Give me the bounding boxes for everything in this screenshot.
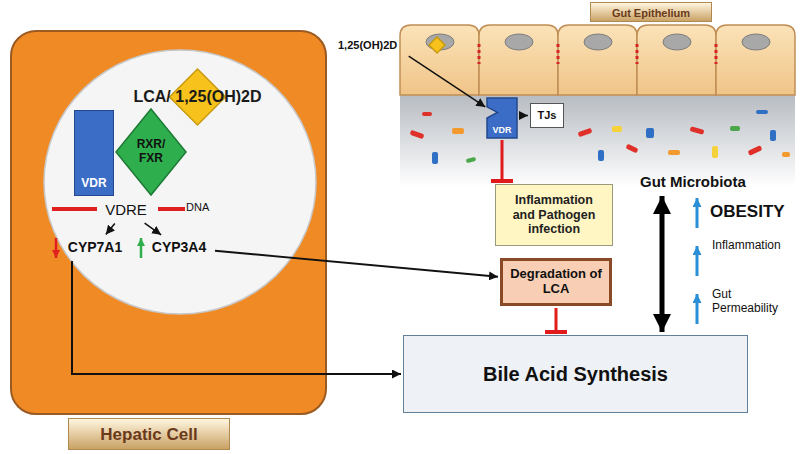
heading-label: Gut Epithelium — [590, 2, 712, 22]
bacteria — [410, 130, 425, 139]
dna-strand — [52, 207, 97, 211]
node-text: Inflammation and Pathogen infection — [504, 193, 604, 236]
annotation-label: Gut Permeability — [712, 288, 794, 316]
arrow-connector — [215, 251, 498, 277]
bacteria — [612, 126, 622, 132]
dna-strand — [158, 207, 185, 211]
increase-arrows — [696, 246, 699, 276]
arrow-connector — [106, 224, 115, 235]
epithelial-cells — [716, 25, 795, 95]
effect-box: Inflammation and Pathogen infection — [495, 184, 613, 246]
bacteria — [578, 128, 593, 137]
cell-outline: Hepatic CellLCA/ 1,25(OH)2DVDRRXR/ FXRVD… — [10, 30, 327, 415]
arrow-connector — [145, 223, 162, 235]
bacteria — [756, 110, 768, 114]
epithelial-cells — [637, 25, 716, 95]
epithelial-cells — [400, 25, 479, 95]
epithelial-cells — [742, 34, 770, 50]
node-text: TJs — [538, 109, 557, 122]
inhibition-line — [501, 140, 504, 181]
node-text: Degradation of LCA — [509, 267, 603, 297]
epithelium-band: Gut EpitheliumVDRTJs — [400, 25, 795, 143]
bacteria — [712, 146, 718, 158]
annotation-label: OBESITY — [710, 202, 785, 222]
bacteria — [782, 152, 790, 157]
node-text: 1,25(OH)2D — [338, 39, 397, 52]
microbiota-label: Gut Microbiota — [640, 170, 790, 194]
bacteria — [690, 126, 705, 134]
epithelial-cells — [479, 25, 558, 95]
node-text: VDR — [492, 125, 511, 135]
receptor-bar: VDR — [74, 110, 114, 196]
bacteria — [668, 150, 680, 155]
response-element: VDRE — [98, 198, 154, 222]
increase-arrows — [696, 294, 699, 324]
node-text: LCA/ 1,25(OH)2D — [133, 88, 261, 106]
increase-arrow — [140, 238, 143, 258]
arrow-connector — [660, 196, 665, 332]
bacteria — [452, 128, 464, 134]
increase-arrows — [696, 198, 699, 228]
node-text: Gut Microbiota — [640, 173, 746, 190]
annotation-label: DNA — [186, 201, 209, 214]
epithelial-cells — [558, 25, 637, 95]
epithelial-cells — [584, 34, 612, 50]
process-box: Bile Acid Synthesis — [403, 335, 748, 413]
node-text: Bile Acid Synthesis — [483, 363, 668, 386]
bacteria — [410, 110, 790, 164]
arrow-connector — [72, 261, 401, 374]
bacteria — [770, 130, 776, 141]
epithelial-cells — [663, 34, 691, 50]
decrease-arrow — [55, 238, 58, 258]
process-box: Degradation of LCA — [500, 258, 612, 306]
epithelial-cells — [505, 34, 533, 50]
inhibition-line — [555, 308, 558, 332]
partner-diamond: RXR/ FXR — [115, 108, 187, 196]
epithelial-cells — [557, 44, 560, 64]
epithelial-cells — [636, 44, 639, 64]
bacteria — [432, 152, 438, 164]
node-text: CYP7A1 — [68, 239, 122, 255]
epithelial-cells — [478, 44, 481, 64]
epithelial-cells — [715, 44, 718, 64]
bacteria — [626, 144, 639, 154]
receptor-symbol: VDR — [487, 98, 517, 138]
ligand-diamond: LCA/ 1,25(OH)2D — [100, 72, 295, 122]
mucus-layer — [400, 95, 795, 187]
bacteria — [748, 145, 763, 155]
bacteria — [422, 112, 432, 116]
bacteria — [598, 150, 604, 161]
arrow-connector — [409, 56, 486, 107]
bacteria — [466, 157, 477, 163]
increase-arrows — [697, 198, 698, 324]
node-text: VDR — [81, 177, 106, 191]
heading-label: Hepatic Cell — [68, 418, 230, 450]
gene-label: CYP7A1 — [62, 236, 128, 259]
arrow-connector — [519, 115, 528, 117]
junction-box: TJs — [530, 103, 564, 128]
gene-label: CYP3A4 — [145, 236, 213, 259]
nucleus — [44, 50, 316, 314]
bacteria — [646, 128, 654, 138]
node-text: RXR/ FXR — [129, 138, 173, 166]
annotation-label: Inflammation — [712, 239, 781, 253]
node-text: VDRE — [105, 201, 147, 218]
epithelial-cells — [400, 25, 795, 95]
node-text: CYP3A4 — [152, 239, 206, 255]
hormone-label: 1,25(OH)2D — [338, 35, 446, 55]
bacteria — [730, 126, 740, 131]
